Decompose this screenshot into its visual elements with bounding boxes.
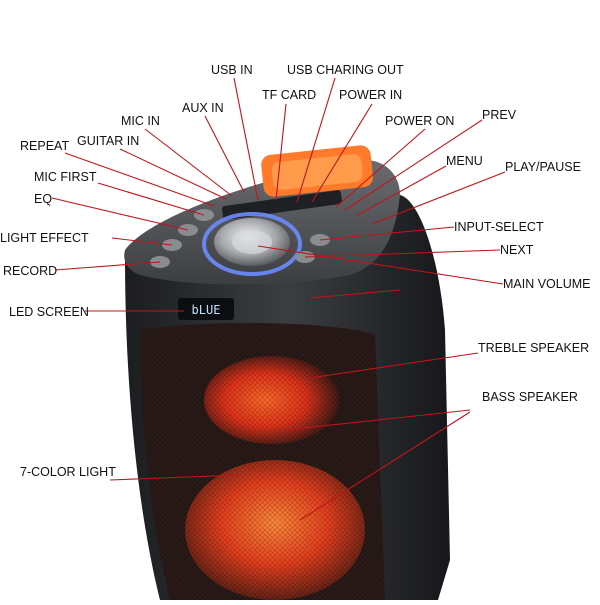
pointer-line-play-pause: [371, 171, 506, 225]
label-usb-in: USB IN: [211, 63, 253, 77]
volume-ring-light[interactable]: [202, 212, 302, 276]
pointer-line-bass-speaker: [284, 409, 471, 431]
led-screen-text: bLUE: [192, 303, 221, 317]
pointer-line-record: [54, 261, 161, 271]
pointer-line-bass-speaker-2: [299, 411, 471, 521]
label-bass-speaker: BASS SPEAKER: [482, 390, 578, 404]
label-light-effect: LIGHT EFFECT: [0, 231, 89, 245]
pointer-line-main-volume: [257, 245, 504, 285]
pointer-line-mic-first: [97, 182, 205, 216]
pointer-line-usb-charging-out: [296, 77, 336, 203]
pointer-line-main-volume-2: [309, 289, 401, 299]
label-7-color-light: 7-COLOR LIGHT: [20, 465, 116, 479]
pointer-line-input-select: [319, 226, 455, 241]
label-record: RECORD: [3, 264, 58, 278]
label-tf-card: TF CARD: [262, 88, 317, 102]
label-usb-charging-out: USB CHARING OUT: [287, 63, 404, 77]
pointer-line-menu: [355, 165, 447, 217]
label-eq: EQ: [34, 192, 53, 206]
pointer-line-light-effect: [111, 237, 173, 246]
pointer-line-eq: [51, 197, 189, 231]
pointer-line-aux-in: [204, 115, 245, 193]
label-next: NEXT: [500, 243, 534, 257]
label-aux-in: AUX IN: [182, 101, 224, 115]
pointer-line-power-on: [335, 128, 426, 208]
label-repeat: REPEAT: [20, 139, 70, 153]
pointer-line-tf-card: [275, 103, 287, 201]
pointer-lines: [51, 77, 506, 521]
pointer-line-guitar-in: [119, 148, 227, 200]
pointer-line-power-in: [311, 103, 373, 203]
label-play-pause: PLAY/PAUSE: [505, 160, 581, 174]
pointer-line-next: [304, 249, 501, 258]
led-screen: [178, 298, 234, 320]
label-prev: PREV: [482, 108, 517, 122]
label-guitar-in: GUITAR IN: [77, 134, 140, 148]
label-power-in: POWER IN: [339, 88, 403, 102]
label-main-volume: MAIN VOLUME: [503, 277, 591, 291]
label-input-select: INPUT-SELECT: [454, 220, 544, 234]
label-power-on: POWER ON: [385, 114, 455, 128]
label-mic-in: MIC IN: [121, 114, 160, 128]
label-treble-speaker: TREBLE SPEAKER: [478, 341, 590, 355]
pointer-line-treble-speaker: [309, 352, 479, 379]
pointer-line-usb-in: [233, 77, 259, 201]
label-menu: MENU: [446, 154, 483, 168]
pointer-line-prev: [344, 119, 483, 211]
pointer-line-mic-in: [144, 128, 233, 197]
pointer-line-repeat: [64, 152, 215, 207]
pointer-line-7-color-light: [109, 474, 241, 481]
label-led-screen: LED SCREEN: [9, 305, 89, 319]
label-mic-first: MIC FIRST: [34, 170, 97, 184]
